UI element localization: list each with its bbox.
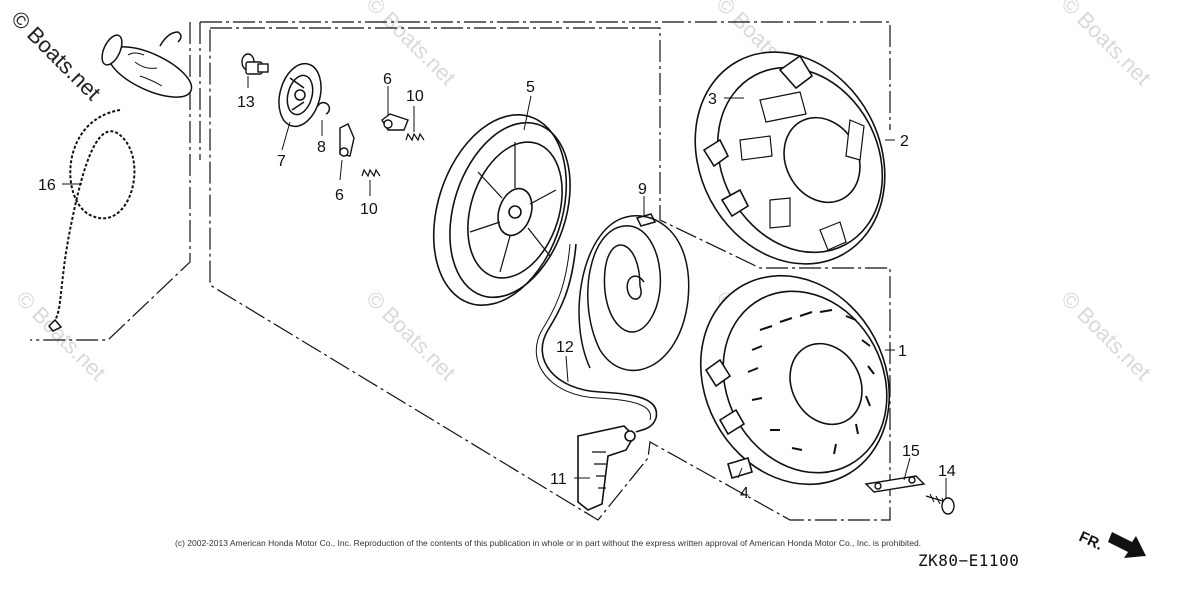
part-5-reel bbox=[432, 114, 571, 306]
callout-6-upper: 6 bbox=[383, 71, 392, 88]
front-label: FR. bbox=[1076, 528, 1105, 554]
callout-12: 12 bbox=[556, 339, 574, 356]
part-13-bolt bbox=[241, 53, 269, 75]
part-15-plate bbox=[864, 475, 926, 493]
part-8-clip bbox=[317, 101, 331, 115]
callout-2: 2 bbox=[900, 133, 909, 150]
boundary-outer-top bbox=[200, 21, 891, 130]
callout-15: 15 bbox=[902, 443, 920, 460]
callout-6-lower: 6 bbox=[335, 187, 344, 204]
part-6-pawl-upper bbox=[381, 113, 409, 131]
watermark-topleft: © Boats.net bbox=[6, 6, 105, 105]
part-1-starter-case-lower bbox=[699, 274, 891, 486]
callout-10-upper: 10 bbox=[406, 88, 424, 105]
part-9-spiral-spring bbox=[578, 213, 690, 372]
callout-16: 16 bbox=[38, 177, 56, 194]
part-10-spring-lower bbox=[361, 168, 381, 178]
copyright-notice: (c) 2002-2013 American Honda Motor Co., … bbox=[175, 538, 922, 548]
watermark: © Boats.net bbox=[1056, 286, 1155, 385]
part-6-pawl-lower bbox=[339, 123, 355, 157]
callout-1: 1 bbox=[898, 343, 907, 360]
front-arrow-icon bbox=[1108, 532, 1146, 558]
callout-9: 9 bbox=[638, 181, 647, 198]
callout-7: 7 bbox=[277, 153, 286, 170]
callout-10-lower: 10 bbox=[360, 201, 378, 218]
callout-4: 4 bbox=[740, 485, 749, 502]
part-14-flange-bolt bbox=[925, 493, 955, 515]
callout-13: 13 bbox=[237, 94, 255, 111]
part-12-starter-rope bbox=[535, 243, 658, 433]
part-7-ratchet bbox=[278, 62, 322, 128]
diagram-code: ZK80−E1100 bbox=[918, 551, 1020, 570]
callout-8: 8 bbox=[317, 139, 326, 156]
callout-5: 5 bbox=[526, 79, 535, 96]
boundary-reel-group bbox=[209, 27, 891, 521]
watermark: © Boats.net bbox=[361, 0, 460, 90]
watermark: © Boats.net bbox=[1056, 0, 1155, 90]
watermark: © Boats.net bbox=[11, 286, 110, 385]
callout-labels: 1 2 3 4 5 6 6 7 8 9 10 10 11 12 13 14 15… bbox=[38, 71, 956, 502]
callout-11: 11 bbox=[550, 471, 567, 488]
watermarks: © Boats.net © Boats.net © Boats.net © Bo… bbox=[6, 0, 1155, 385]
group-boundaries bbox=[30, 21, 891, 521]
watermark: © Boats.net bbox=[361, 286, 460, 385]
part-16-starter-rope-handle bbox=[47, 31, 193, 332]
front-direction-indicator: FR. bbox=[1076, 528, 1146, 558]
boundary-handle-group bbox=[30, 22, 191, 341]
callout-14: 14 bbox=[938, 463, 956, 480]
leader-lines bbox=[62, 76, 947, 498]
callout-3: 3 bbox=[708, 91, 717, 108]
part-2-starter-case-upper bbox=[694, 51, 886, 265]
part-10-spring-upper bbox=[405, 132, 425, 142]
part-11-grip bbox=[577, 425, 636, 511]
